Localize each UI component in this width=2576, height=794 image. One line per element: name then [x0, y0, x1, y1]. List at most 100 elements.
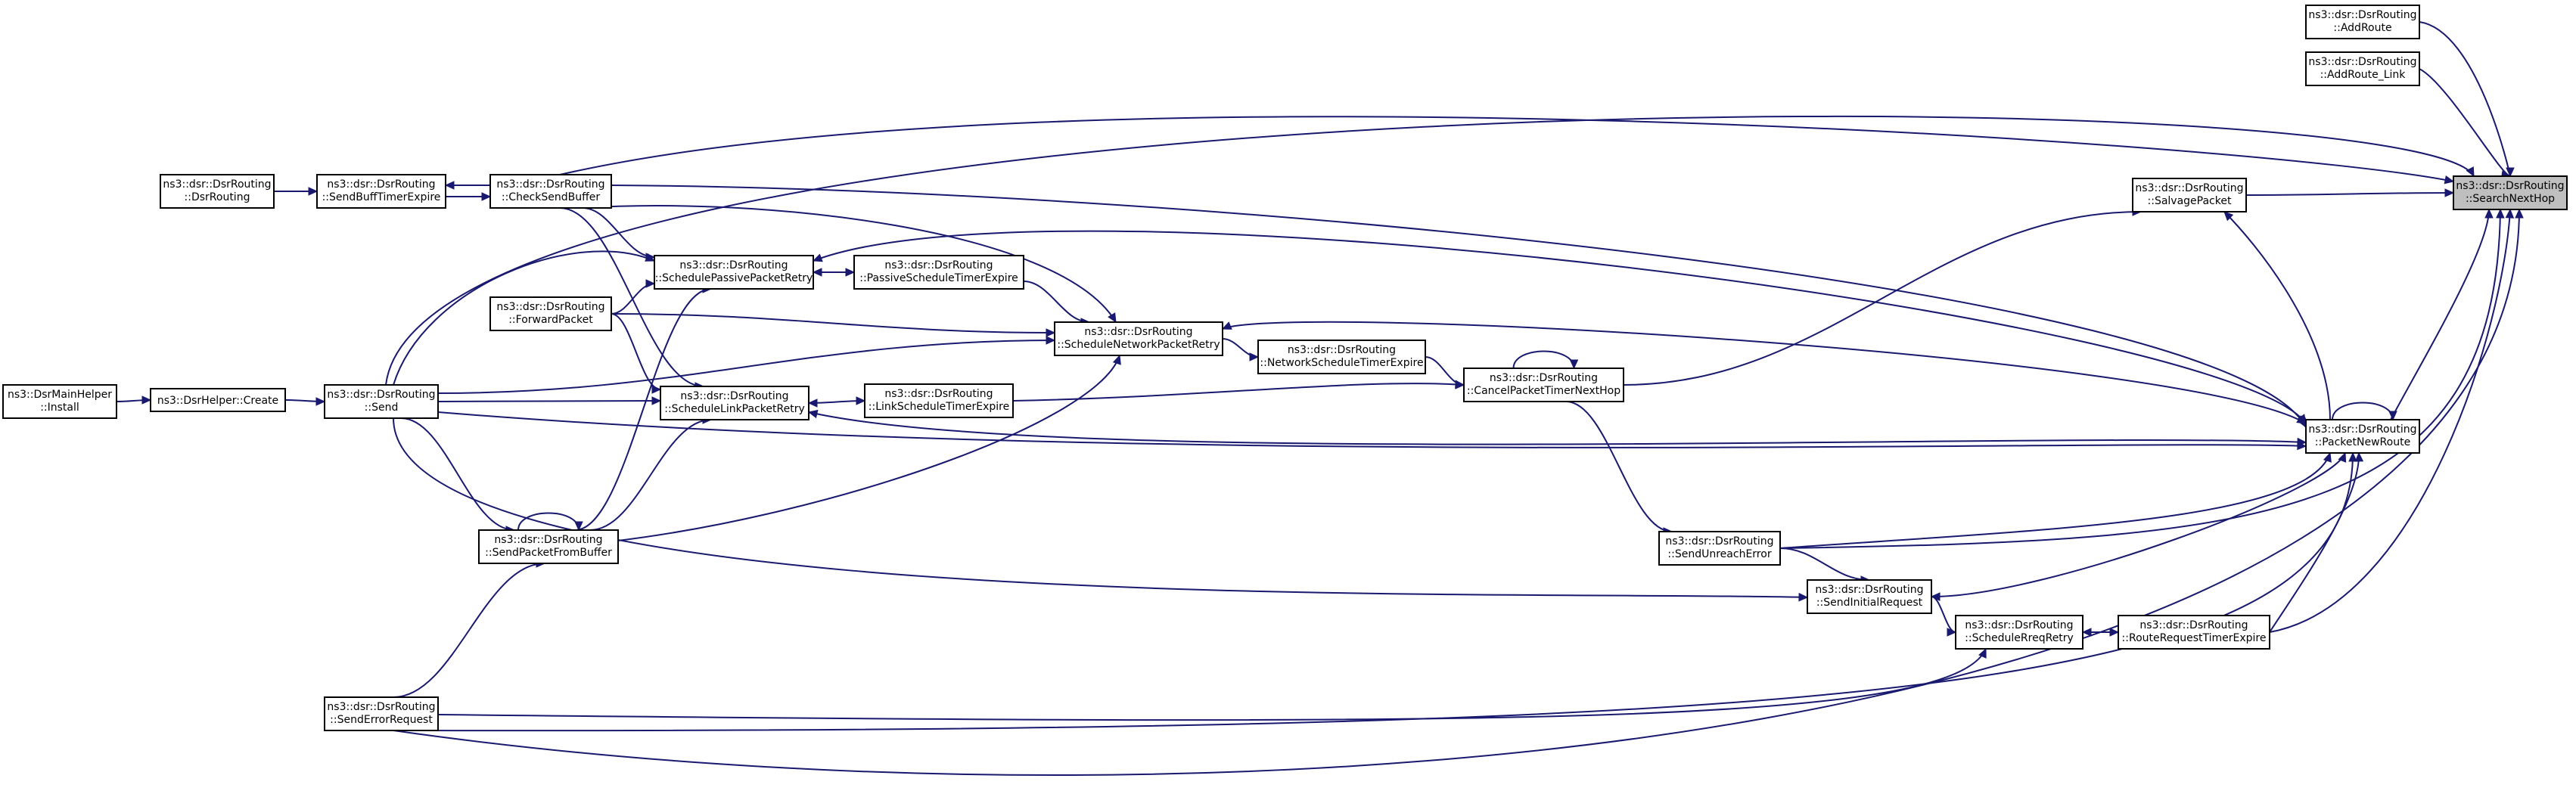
edge-send-to-searchNextHop [385, 115, 2475, 386]
edge-scheduleRreqRetry-to-routeRequestTimerExpire [2081, 628, 2120, 637]
edge-send-to-sendPacketFromBuffer [400, 417, 516, 535]
node-label-line1: ns3::dsr::DsrRouting [2456, 180, 2564, 192]
node-label-line1: ns3::dsr::DsrRouting [884, 259, 993, 271]
node-label-line1: ns3::dsr::DsrRouting [1665, 535, 1773, 547]
edge-cancelPacketTimerNextHop>cancelPacketTimerNextHop [1512, 350, 1579, 370]
node-box [2132, 178, 2247, 212]
node-label-line1: ns3::DsrMainHelper [8, 389, 112, 401]
node-packetNewRoute[interactable]: ns3::dsr::DsrRouting::PacketNewRoute [2305, 419, 2420, 454]
edge-scheduleNetworkPacketRetry-to-networkScheduleTimerExpire [1222, 338, 1260, 361]
edge-forwardPacket-to-scheduleNetworkPacketRetry [611, 313, 1056, 337]
node-box [1257, 340, 1426, 374]
node-label-line1: ns3::dsr::DsrRouting [496, 301, 604, 313]
edge-send-to-schedulePassivePacketRetry [393, 250, 656, 386]
node-cancelPacketTimerNextHop[interactable]: ns3::dsr::DsrRouting::CancelPacketTimerN… [1463, 368, 1624, 402]
node-box [2305, 5, 2420, 39]
node-schedulePassivePacketRetry[interactable]: ns3::dsr::DsrRouting::SchedulePassivePac… [654, 255, 814, 290]
node-linkScheduleTimerExpire[interactable]: ns3::dsr::DsrRouting::LinkScheduleTimerE… [864, 383, 1014, 418]
node-networkScheduleTimerExpire[interactable]: ns3::dsr::DsrRouting::NetworkScheduleTim… [1257, 340, 1426, 374]
node-label-line2: ::ForwardPacket [508, 314, 593, 326]
node-label-line1: ns3::dsr::DsrRouting [2139, 619, 2248, 631]
node-label-line2: ::SendBuffTimerExpire [322, 191, 441, 203]
edge-packetNewRoute>packetNewRoute [2332, 402, 2397, 421]
node-dsrRouting[interactable]: ns3::dsr::DsrRouting::DsrRouting [160, 174, 275, 209]
node-checkSendBuffer[interactable]: ns3::dsr::DsrRouting::CheckSendBuffer [489, 174, 612, 209]
edge-salvagePacket-to-searchNextHop [2245, 188, 2455, 197]
node-label-line2: ::Install [40, 402, 79, 414]
edge-sendErrorRequest-to-searchNextHop [393, 208, 2524, 776]
edge-checkSendBuffer-to-scheduleNetworkPacketRetry [582, 205, 1117, 324]
edge-send-to-packetNewRoute [437, 411, 2307, 451]
edge-cancelPacketTimerNextHop-to-salvagePacket [1623, 207, 2143, 386]
node-sendErrorRequest[interactable]: ns3::dsr::DsrRouting::SendErrorRequest [324, 696, 439, 731]
node-label-line2: ::LinkScheduleTimerExpire [869, 401, 1009, 413]
edge-sendUnreachError-to-sendInitialRequest [1779, 547, 1871, 585]
node-label-line1: ns3::dsr::DsrRouting [2308, 423, 2416, 436]
edge-sendErrorRequest-to-sendPacketFromBuffer [393, 559, 546, 698]
node-box [853, 255, 1024, 290]
node-create[interactable]: ns3::DsrHelper::Create [150, 388, 286, 412]
node-sendInitialRequest[interactable]: ns3::dsr::DsrRouting::SendInitialRequest [1807, 579, 1932, 614]
node-label-line2: ::PacketNewRoute [2315, 436, 2410, 448]
node-label-line1: ns3::dsr::DsrRouting [1815, 584, 1923, 596]
edge-sendPacketFromBuffer-to-scheduleNetworkPacketRetry [617, 354, 1121, 541]
edge-install-to-create [116, 395, 152, 405]
node-label-line2: ::ScheduleNetworkPacketRetry [1057, 339, 1220, 351]
edge-forwardPacket-to-scheduleLinkPacketRetry [611, 313, 662, 394]
node-sendPacketFromBuffer[interactable]: ns3::dsr::DsrRouting::SendPacketFromBuff… [478, 529, 619, 564]
node-label-line2: ::ScheduleLinkPacketRetry [664, 403, 804, 415]
node-box [150, 388, 286, 412]
edges-layer [116, 21, 2524, 776]
node-sendUnreachError[interactable]: ns3::dsr::DsrRouting::SendUnreachError [1658, 531, 1781, 566]
node-label-line2: ::SearchNextHop [2466, 193, 2555, 205]
node-box [2305, 419, 2420, 454]
node-label-line2: ::NetworkScheduleTimerExpire [1260, 357, 1423, 369]
node-send[interactable]: ns3::dsr::DsrRouting::Send [324, 384, 439, 419]
node-label-line1: ns3::DsrHelper::Create [157, 395, 278, 407]
node-box [2118, 615, 2270, 650]
node-label-line2: ::AddRoute [2333, 22, 2391, 34]
node-label-line2: ::ScheduleRreqRetry [1965, 632, 2074, 644]
node-scheduleRreqRetry[interactable]: ns3::dsr::DsrRouting::ScheduleRreqRetry [1955, 615, 2083, 650]
edge-sendPacketFromBuffer-to-scheduleLinkPacketRetry [589, 415, 713, 531]
node-routeRequestTimerExpire[interactable]: ns3::dsr::DsrRouting::RouteRequestTimerE… [2118, 615, 2270, 650]
edge-forwardPacket-to-schedulePassivePacketRetry [611, 279, 656, 315]
node-label-line2: ::SendPacketFromBuffer [485, 547, 612, 559]
node-install[interactable]: ns3::DsrMainHelper::Install [2, 384, 117, 419]
node-box [324, 696, 439, 731]
edge-dsrRouting-to-sendBuffTimerExpire [274, 187, 319, 196]
edge-packetNewRoute-to-searchNextHop [2390, 208, 2494, 420]
node-searchNextHop[interactable]: ns3::dsr::DsrRouting::SearchNextHop [2453, 175, 2568, 210]
node-label-line2: ::SendInitialRequest [1816, 597, 1923, 609]
node-label-line2: ::AddRoute_Link [2320, 69, 2407, 81]
edge-packetNewRoute-to-salvagePacket [2223, 211, 2331, 420]
node-forwardPacket[interactable]: ns3::dsr::DsrRouting::ForwardPacket [489, 296, 612, 331]
node-box [654, 255, 814, 290]
node-label-line2: ::CheckSendBuffer [502, 191, 600, 203]
node-scheduleNetworkPacketRetry[interactable]: ns3::dsr::DsrRouting::ScheduleNetworkPac… [1054, 321, 1223, 356]
edge-sendErrorRequest-to-packetNewRoute [423, 451, 2357, 732]
node-label-line1: ns3::dsr::DsrRouting [1288, 344, 1396, 356]
node-addRouteLink[interactable]: ns3::dsr::DsrRouting::AddRoute_Link [2305, 51, 2420, 86]
node-addRoute[interactable]: ns3::dsr::DsrRouting::AddRoute [2305, 5, 2420, 39]
edge-addRoute-to-searchNextHop [2419, 21, 2515, 178]
node-label-line1: ns3::dsr::DsrRouting [884, 388, 993, 400]
edge-sendBuffTimerExpire-to-checkSendBuffer [446, 192, 492, 201]
node-sendBuffTimerExpire[interactable]: ns3::dsr::DsrRouting::SendBuffTimerExpir… [316, 174, 446, 209]
node-scheduleLinkPacketRetry[interactable]: ns3::dsr::DsrRouting::ScheduleLinkPacket… [660, 386, 809, 420]
node-salvagePacket[interactable]: ns3::dsr::DsrRouting::SalvagePacket [2132, 178, 2247, 212]
node-label-line2: ::PassiveScheduleTimerExpire [859, 272, 1018, 284]
node-label-line2: ::Send [365, 402, 399, 414]
edge-schedulePassivePacketRetry-to-passiveScheduleTimerExpire [812, 268, 856, 277]
edge-sendUnreachError-to-searchNextHop [1779, 208, 2505, 549]
node-label-line1: ns3::dsr::DsrRouting [1965, 619, 2073, 631]
node-label-line1: ns3::dsr::DsrRouting [2308, 9, 2416, 21]
node-label-line1: ns3::dsr::DsrRouting [496, 178, 604, 191]
node-label-line2: ::SchedulePassivePacketRetry [655, 272, 813, 284]
node-box [2, 384, 117, 419]
node-box [660, 386, 809, 420]
nodes-layer: ns3::dsr::DsrRouting::SearchNextHopns3::… [2, 5, 2568, 731]
node-passiveScheduleTimerExpire[interactable]: ns3::dsr::DsrRouting::PassiveScheduleTim… [853, 255, 1024, 290]
edge-send-to-scheduleNetworkPacketRetry [437, 336, 1056, 394]
